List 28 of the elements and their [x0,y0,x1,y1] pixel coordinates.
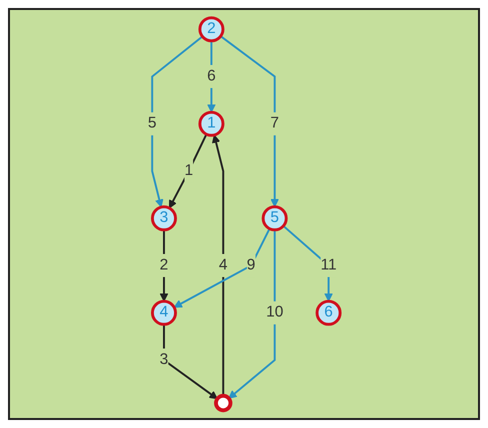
arrow [160,230,168,302]
edge-label: 6 [207,68,216,84]
arrow [163,324,218,400]
node-circle [316,300,342,326]
arrow [168,134,208,208]
edge-label: 2 [160,256,168,274]
node-circle [150,205,177,232]
edge-label: 5 [148,115,156,132]
edge-label: 3 [160,351,168,368]
node-circle [214,394,232,412]
field-background: 1 2 3 4 5 6 7 9 10 11 1 2 3 4 5 6 [8,8,480,420]
node-circle [262,205,288,232]
arrow [151,36,203,208]
edge-label: 7 [270,115,279,132]
arrow [174,228,270,308]
arrow [282,225,333,302]
node-circle [198,16,224,42]
arrow [207,40,216,113]
arrow [212,134,224,396]
edge-label: 1 [184,162,194,179]
edge-label: 9 [246,256,256,274]
node-circle [198,110,224,137]
arrow [220,35,279,208]
edge-label: 4 [218,256,228,274]
edge-label: 10 [266,304,284,321]
node-circle [150,300,177,326]
arrow [228,230,276,399]
edge-label: 11 [320,256,337,274]
